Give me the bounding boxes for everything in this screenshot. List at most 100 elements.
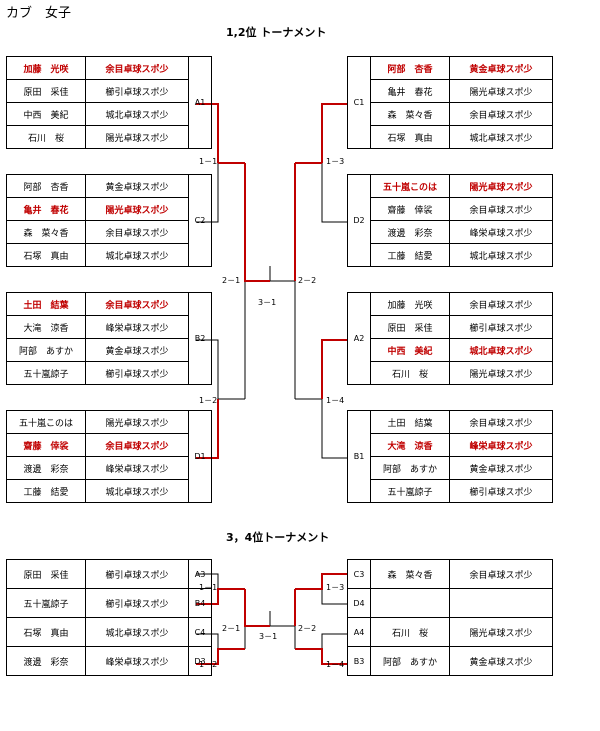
table-row: 五十嵐諒子櫛引卓球スポ少: [6, 361, 212, 385]
player-club: 櫛引卓球スポ少: [449, 315, 553, 339]
player-club: 城北卓球スポ少: [449, 125, 553, 149]
player-club: 櫛引卓球スポ少: [449, 479, 553, 503]
winner-line: [321, 339, 347, 399]
player-seed: A4: [347, 617, 371, 647]
player-club: 黄金卓球スポ少: [449, 646, 553, 676]
table-row: 石川 桜陽光卓球スポ少: [348, 361, 553, 385]
player-name: 五十嵐諒子: [370, 479, 450, 503]
table-row: 大滝 涼香峰栄卓球スポ少: [348, 433, 553, 457]
winner-line: [295, 573, 347, 590]
winner-line: [244, 163, 270, 282]
player-club: 余目卓球スポ少: [85, 433, 189, 457]
match-label: 1－2: [199, 396, 218, 405]
group-label: B2: [188, 292, 212, 385]
table-row: 大滝 涼香峰栄卓球スポ少: [6, 315, 212, 339]
table-row: 亀井 春花陽光卓球スポ少: [6, 197, 212, 221]
player-club: 陽光卓球スポ少: [449, 174, 553, 198]
winner-line: [321, 103, 347, 163]
player-name: 加藤 光咲: [6, 56, 86, 80]
player-name: 五十嵐このは: [6, 410, 86, 434]
player-name: 原田 采佳: [6, 79, 86, 103]
player-name: 原田 采佳: [370, 315, 450, 339]
player-name: [370, 588, 450, 618]
winner-line: [295, 648, 347, 665]
player-name: 石川 桜: [370, 361, 450, 385]
player-name: 中西 美紀: [370, 338, 450, 362]
table-row: 五十嵐諒子櫛引卓球スポ少: [348, 479, 553, 503]
group-label: B1: [347, 410, 371, 503]
main-bracket-title: 1,2位 トーナメント: [226, 26, 327, 39]
table-row: 原田 采佳櫛引卓球スポ少: [348, 315, 553, 339]
group-label: D2: [347, 174, 371, 267]
player-club: 城北卓球スポ少: [449, 338, 553, 362]
player-club: 余目卓球スポ少: [449, 102, 553, 126]
player-seed: D3: [188, 646, 212, 676]
player-name: 阿部 あすか: [370, 646, 450, 676]
player-club: 黄金卓球スポ少: [449, 56, 553, 80]
player-club: 余目卓球スポ少: [449, 197, 553, 221]
group-label: C1: [347, 56, 371, 149]
player-name: 土田 結葉: [370, 410, 450, 434]
match-label: 1－1: [199, 157, 218, 166]
player-club: 余目卓球スポ少: [449, 292, 553, 316]
table-row: 石塚 真由城北卓球スポ少: [6, 243, 212, 267]
table-row: 渡邊 彩奈峰栄卓球スポ少: [348, 220, 553, 244]
player-name: 石川 桜: [370, 617, 450, 647]
player-club: 城北卓球スポ少: [449, 243, 553, 267]
table-row: 渡邊 彩奈峰栄卓球スポ少: [6, 456, 212, 480]
player-club: 城北卓球スポ少: [85, 617, 189, 647]
player-name: 工藤 結愛: [370, 243, 450, 267]
player-name: 土田 結葉: [6, 292, 86, 316]
match-label: 2－1: [222, 624, 241, 633]
player-club: 陽光卓球スポ少: [85, 197, 189, 221]
player-seed: D4: [347, 588, 371, 618]
table-row: 森 菜々香余目卓球スポ少: [6, 220, 212, 244]
table-row: 原田 采佳櫛引卓球スポ少: [6, 79, 212, 103]
player-name: 五十嵐諒子: [6, 361, 86, 385]
player-club: 陽光卓球スポ少: [449, 361, 553, 385]
player-name: 加藤 光咲: [370, 292, 450, 316]
match-label: 2－2: [298, 276, 317, 285]
player-name: 阿部 あすか: [370, 456, 450, 480]
player-club: 黄金卓球スポ少: [449, 456, 553, 480]
player-club: 櫛引卓球スポ少: [85, 361, 189, 385]
player-club: 峰栄卓球スポ少: [85, 646, 189, 676]
player-name: 工藤 結愛: [6, 479, 86, 503]
table-row: 亀井 春花陽光卓球スポ少: [348, 79, 553, 103]
player-name: 森 菜々香: [370, 102, 450, 126]
player-name: 石川 桜: [6, 125, 86, 149]
table-row: D4: [347, 588, 553, 618]
player-club: 余目卓球スポ少: [85, 56, 189, 80]
player-club: 櫛引卓球スポ少: [85, 79, 189, 103]
match-label: 2－1: [222, 276, 241, 285]
table-row: 阿部 あすか黄金卓球スポ少: [348, 456, 553, 480]
player-name: 石塚 真由: [6, 617, 86, 647]
match-label: 3－1: [258, 298, 277, 307]
player-club: [449, 588, 553, 618]
player-club: 陽光卓球スポ少: [85, 125, 189, 149]
player-club: 余目卓球スポ少: [85, 220, 189, 244]
match-label: 1－1: [199, 583, 218, 592]
player-name: 渡邊 彩奈: [6, 646, 86, 676]
table-row: 石塚 真由城北卓球スポ少: [348, 125, 553, 149]
player-name: 亀井 春花: [370, 79, 450, 103]
match-label: 1－4: [326, 396, 345, 405]
player-name: 亀井 春花: [6, 197, 86, 221]
table-row: 中西 美紀城北卓球スポ少: [6, 102, 212, 126]
player-club: 余目卓球スポ少: [449, 410, 553, 434]
player-club: 櫛引卓球スポ少: [85, 559, 189, 589]
